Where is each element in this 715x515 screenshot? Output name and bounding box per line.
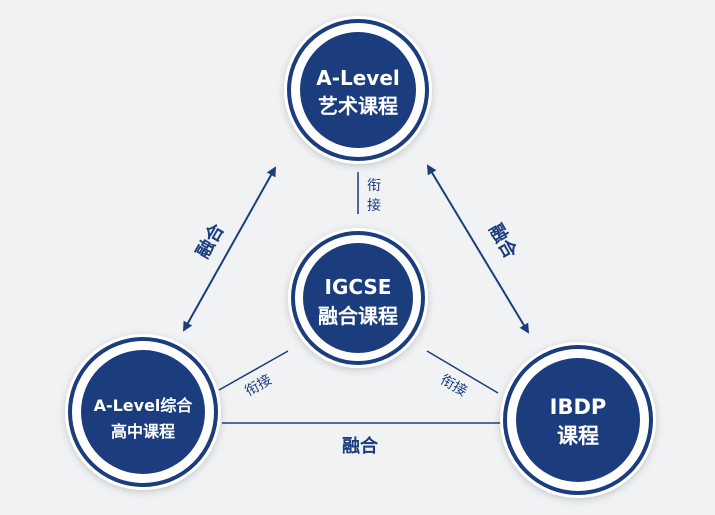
node-a-level-comprehensive: A-Level综合 高中课程 [65,334,221,490]
node-a-level-art: A-Level 艺术课程 [284,16,432,164]
node-ibdp: IBDP 课程 [500,342,656,498]
line-center-left [218,350,289,391]
line-center-right [426,350,499,394]
node-right-line2: 课程 [557,424,599,448]
label-left-right: 融合 [342,435,379,457]
label-top-center-2: 接 [367,197,381,214]
node-left-line1: A-Level综合 [94,396,194,415]
node-igcse: IGCSE 融合课程 [288,228,428,368]
node-top-line2: 艺术课程 [318,94,398,118]
label-top-center-1: 衔 [367,178,381,194]
arrow-top-left [183,166,276,332]
node-top-line1: A-Level [316,66,400,90]
node-center-line2: 融合课程 [318,304,398,328]
node-left-line2: 高中课程 [111,422,175,441]
arrow-top-right [426,164,530,334]
node-center-line1: IGCSE [325,275,392,299]
node-right-line1: IBDP [550,395,607,419]
